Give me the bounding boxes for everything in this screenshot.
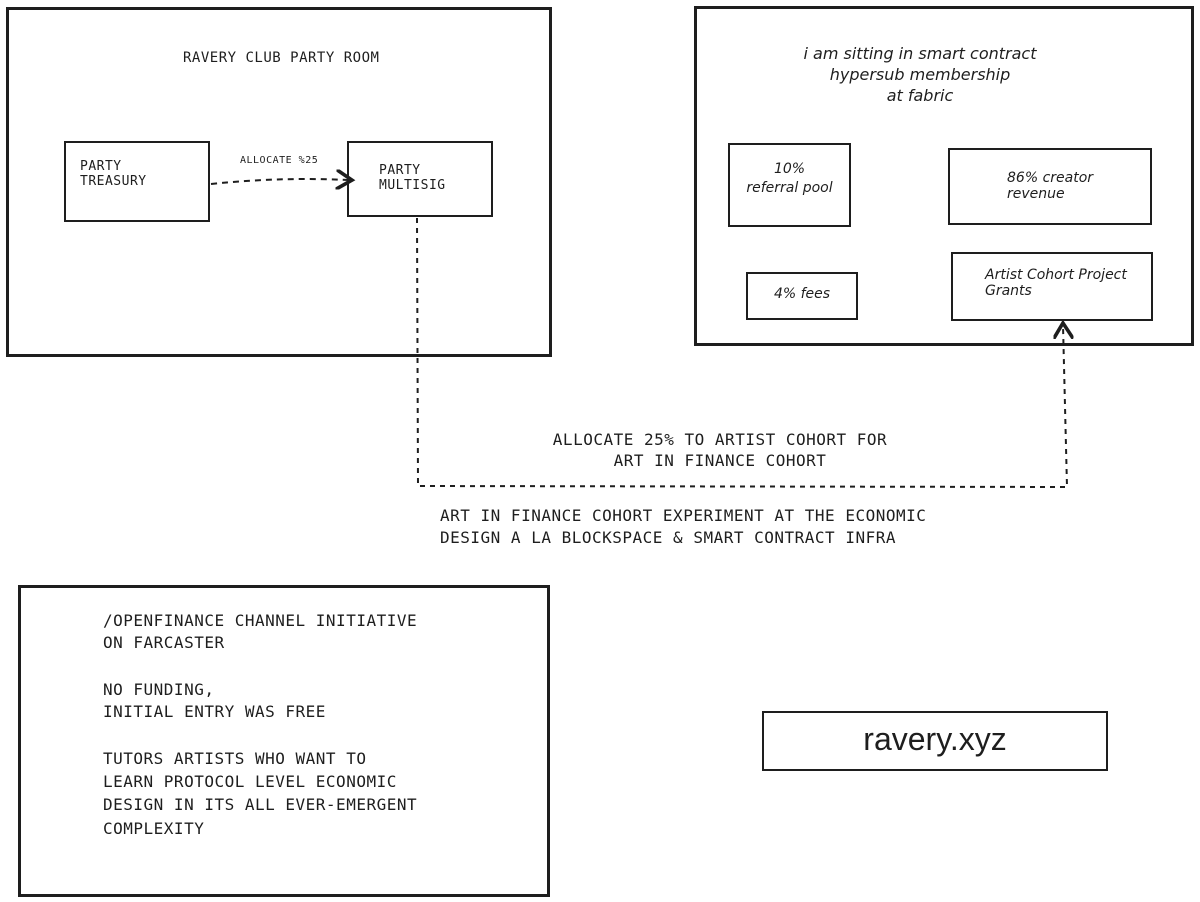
ravery-site-box (762, 711, 1108, 771)
experiment-label: ART IN FINANCE COHORT EXPERIMENT AT THE … (440, 506, 927, 548)
party-room-frame (6, 7, 552, 357)
hypersub-frame (694, 6, 1194, 346)
openfinance-frame (18, 585, 550, 897)
party-multisig-label: PARTY MULTISIG (379, 163, 446, 193)
party-treasury-label: PARTY TREASURY (80, 159, 147, 189)
referral-pool-box (728, 143, 851, 227)
party-room-title: RAVERY CLUB PARTY ROOM (183, 50, 380, 66)
referral-pool-label: 10% referral pool (746, 161, 833, 196)
allocate-percent-label: ALLOCATE %25 (240, 155, 319, 166)
hypersub-title: i am sitting in smart contract hypersub … (803, 44, 1037, 105)
grants-box (951, 252, 1153, 321)
openfinance-tutors: TUTORS ARTISTS WHO WANT TO LEARN PROTOCO… (103, 749, 418, 838)
fees-box (746, 272, 858, 320)
openfinance-initiative: /OPENFINANCE CHANNEL INITIATIVE ON FARCA… (103, 611, 418, 653)
creator-revenue-box (948, 148, 1152, 225)
creator-revenue-label: 86% creator revenue (1007, 170, 1094, 203)
grants-label: Artist Cohort Project Grants (985, 267, 1127, 300)
treasury-to-multisig-arrow (210, 179, 350, 184)
multisig-to-grants-connector (416, 217, 1067, 489)
fees-label: 4% fees (773, 286, 831, 302)
party-treasury-box (64, 141, 210, 222)
ravery-site-label: ravery.xyz (863, 721, 1007, 757)
allocate-cohort-label: ALLOCATE 25% TO ARTIST COHORT FOR ART IN… (552, 430, 888, 470)
openfinance-funding: NO FUNDING, INITIAL ENTRY WAS FREE (103, 680, 326, 722)
